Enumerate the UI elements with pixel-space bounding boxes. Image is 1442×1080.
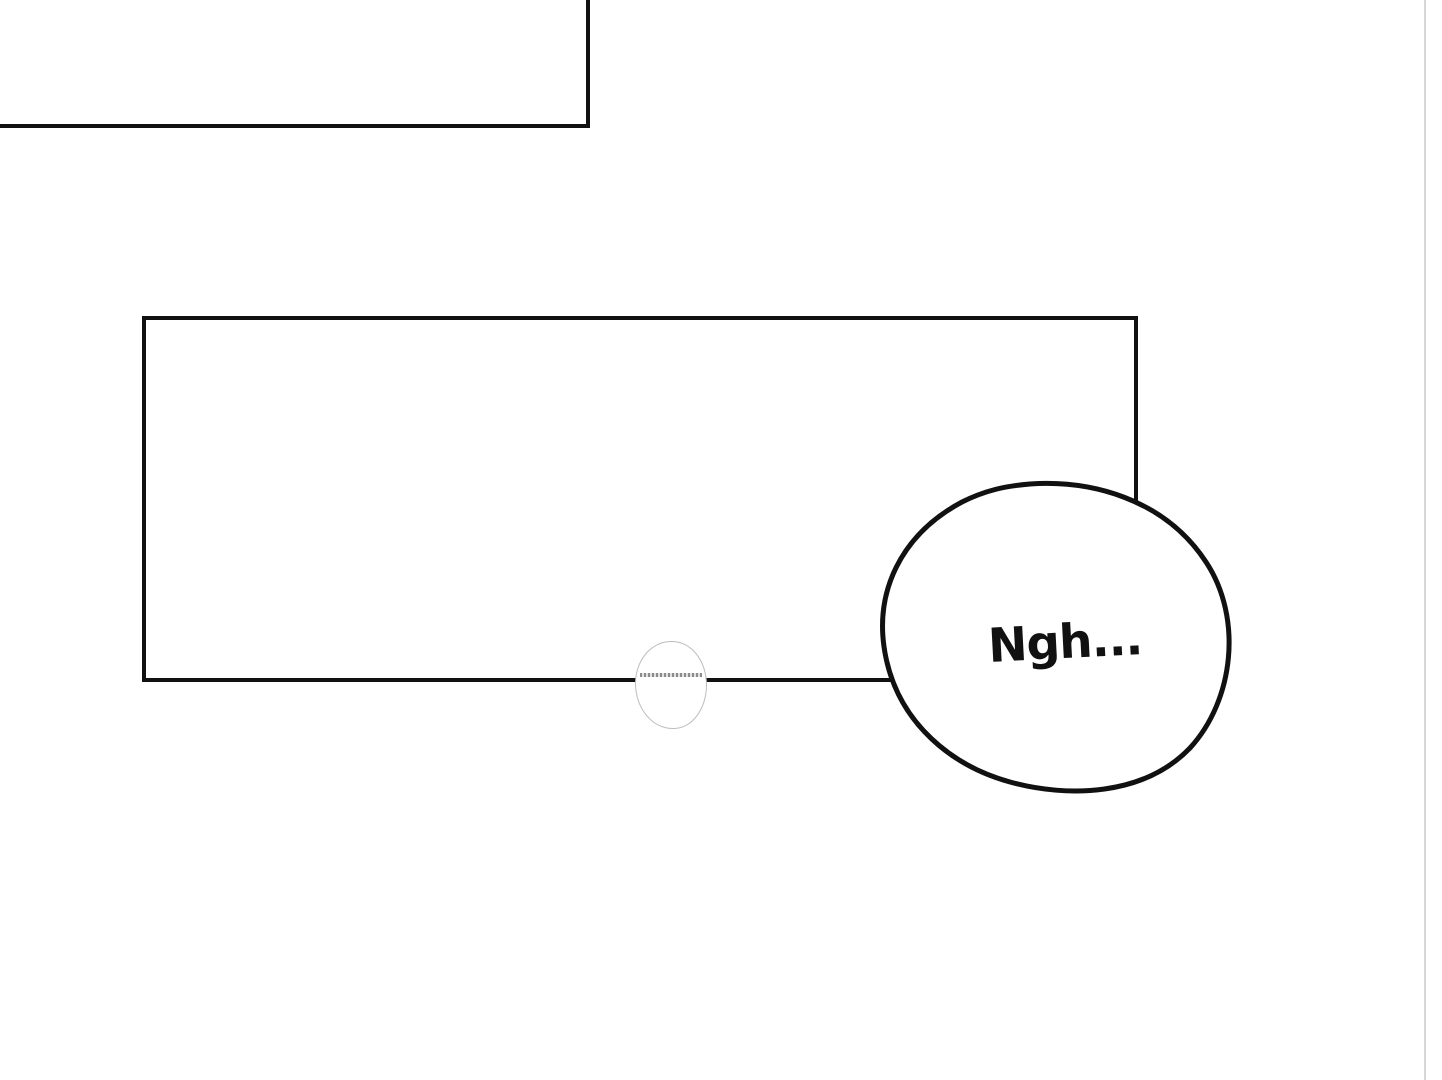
speech-bubble <box>880 481 1232 794</box>
top-left-panel <box>0 0 590 128</box>
small-bubble-scribble <box>640 673 702 677</box>
small-faint-bubble <box>635 641 707 729</box>
speech-bubble-text: Ngh... <box>986 610 1144 674</box>
speech-bubble-outline <box>880 481 1232 794</box>
right-page-edge-line <box>1424 0 1426 1080</box>
